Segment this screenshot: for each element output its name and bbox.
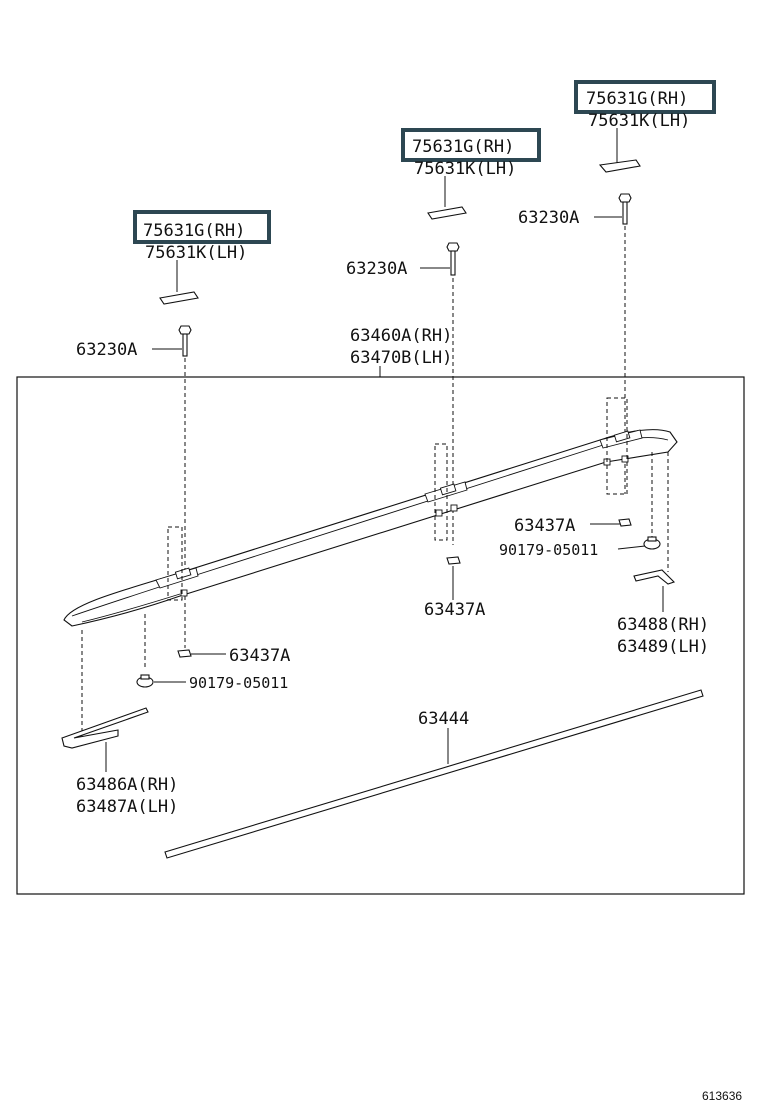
bolt-group-left: 63230A [76,325,192,648]
nut-plate-label-left[interactable]: 63437A [229,646,290,666]
highlight-box-mid [401,128,541,162]
clip-right-group: 90179-05011 [499,536,661,559]
nut-plate-mid-group: 63437A [424,556,485,620]
end-cover-front-lh-label[interactable]: 63487A(LH) [76,797,178,817]
end-cover-front-icon [61,707,149,749]
cover-lh-label-left[interactable]: 75631K(LH) [145,243,247,263]
clip-right-icon [643,536,661,550]
assembly-frame [16,376,745,895]
bolt-label-mid[interactable]: 63230A [346,259,407,279]
rail-cover-mid [427,206,467,220]
end-cover-front-rh-label[interactable]: 63486A(RH) [76,775,178,795]
end-cover-rear-icon [633,569,676,585]
rail-cover-top-right [598,159,641,173]
cover-lh-label-top-right[interactable]: 75631K(LH) [588,111,690,131]
clip-left-group: 90179-05011 [136,674,288,692]
bolt-right-icon [618,193,632,225]
bolt-label-right[interactable]: 63230A [518,208,579,228]
cover-rh-label-left[interactable]: 75631G(RH) [143,221,245,241]
nut-plate-label-mid[interactable]: 63437A [424,600,485,620]
end-cover-rear-lh-label[interactable]: 63489(LH) [617,637,709,657]
highlight-box-top-right [574,80,716,114]
cover-rh-label-top-right[interactable]: 75631G(RH) [586,89,688,109]
nut-plate-left-icon [177,649,192,658]
moulding-strip-icon [164,689,704,859]
nut-plate-right-group: 63437A [514,516,632,536]
bolt-left-icon [178,325,192,357]
nut-plate-left-group: 63437A [177,646,290,666]
bolt-group-right: 63230A [518,193,632,494]
clip-label-left[interactable]: 90179-05011 [189,674,288,692]
highlight-box-left [133,210,271,244]
mount-dash-guides [81,397,669,738]
nut-plate-mid-icon [446,556,461,565]
nut-plate-right-icon [618,518,632,527]
cover-group-mid: 75631G(RH) 75631K(LH) [401,128,541,220]
bolt-mid-icon [446,242,460,276]
rail-cover-left [159,291,199,305]
rail-rh-label[interactable]: 63460A(RH) [350,326,452,346]
cover-group-top-right: 75631G(RH) 75631K(LH) [574,80,716,173]
cover-group-left: 75631G(RH) 75631K(LH) [133,210,271,305]
moulding-label[interactable]: 63444 [418,709,469,729]
roof-rail [63,429,678,627]
end-cover-rear-rh-label[interactable]: 63488(RH) [617,615,709,635]
cover-rh-label-mid[interactable]: 75631G(RH) [412,137,514,157]
bolt-label-left[interactable]: 63230A [76,340,137,360]
clip-label-right[interactable]: 90179-05011 [499,541,598,559]
rail-label-group: 63460A(RH) 63470B(LH) [350,326,452,377]
clip-left-icon [136,674,154,688]
cover-lh-label-mid[interactable]: 75631K(LH) [414,159,516,179]
bolt-group-mid: 63230A [346,242,460,545]
moulding-group: 63444 [164,689,704,859]
nut-plate-label-right[interactable]: 63437A [514,516,575,536]
figure-number: 613636 [702,1089,742,1103]
end-cover-front-group: 63486A(RH) 63487A(LH) [61,707,178,817]
end-cover-rear-group: 63488(RH) 63489(LH) [617,569,709,657]
rail-lh-label[interactable]: 63470B(LH) [350,348,452,368]
